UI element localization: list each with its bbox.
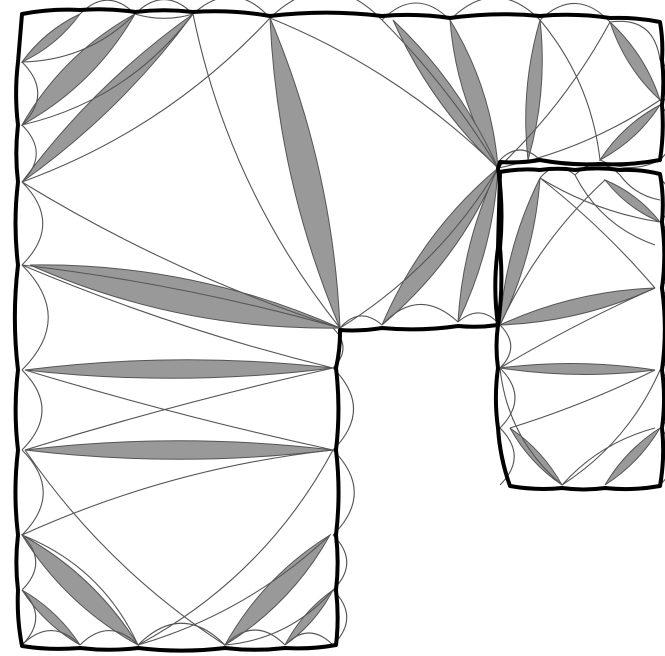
boundary-scallop [22, 182, 43, 265]
boundary-scallop [458, 313, 500, 325]
boundary-scallop [340, 316, 382, 328]
shaded-lens [600, 105, 660, 160]
geodesic-arc [138, 450, 333, 645]
shaded-lens [510, 428, 562, 485]
boundary-scallop [22, 370, 42, 450]
shaded-lens [30, 265, 340, 328]
shaded-lens [25, 360, 333, 379]
boundary-scallop [540, 3, 610, 22]
shaded-lens [22, 590, 80, 645]
geodesic-arc [25, 370, 333, 450]
boundary-scallop [22, 265, 48, 370]
boundary-scallop [270, 0, 382, 20]
shaded-lens [500, 288, 655, 325]
geodesic-arc [500, 368, 562, 485]
shaded-lens [22, 14, 135, 125]
shaded-lens [225, 535, 330, 645]
shaded-lens [610, 22, 660, 100]
geodesic-arc [510, 370, 655, 428]
shaded-lens [500, 178, 540, 325]
geodesic-arc [25, 368, 333, 450]
geodesic-arc [498, 22, 610, 168]
geodesic-arc [540, 20, 600, 160]
shaded-lens [22, 14, 80, 62]
geodesic-arc [540, 178, 655, 288]
boundary-scallop [22, 450, 43, 535]
geodesic-arc [135, 14, 193, 18]
shaded-lens [22, 535, 138, 645]
shaded-lens [500, 364, 655, 375]
geodesic-arc [562, 370, 660, 485]
geodesic-arc [562, 428, 655, 485]
shaded-lens [270, 18, 340, 328]
shaded-lens [526, 20, 543, 160]
shaded-lens [605, 428, 660, 485]
shaded-lens [605, 180, 660, 222]
boundary-scallop [500, 325, 511, 368]
boundary-scallop [500, 150, 540, 160]
boundary-scallop [138, 623, 225, 645]
